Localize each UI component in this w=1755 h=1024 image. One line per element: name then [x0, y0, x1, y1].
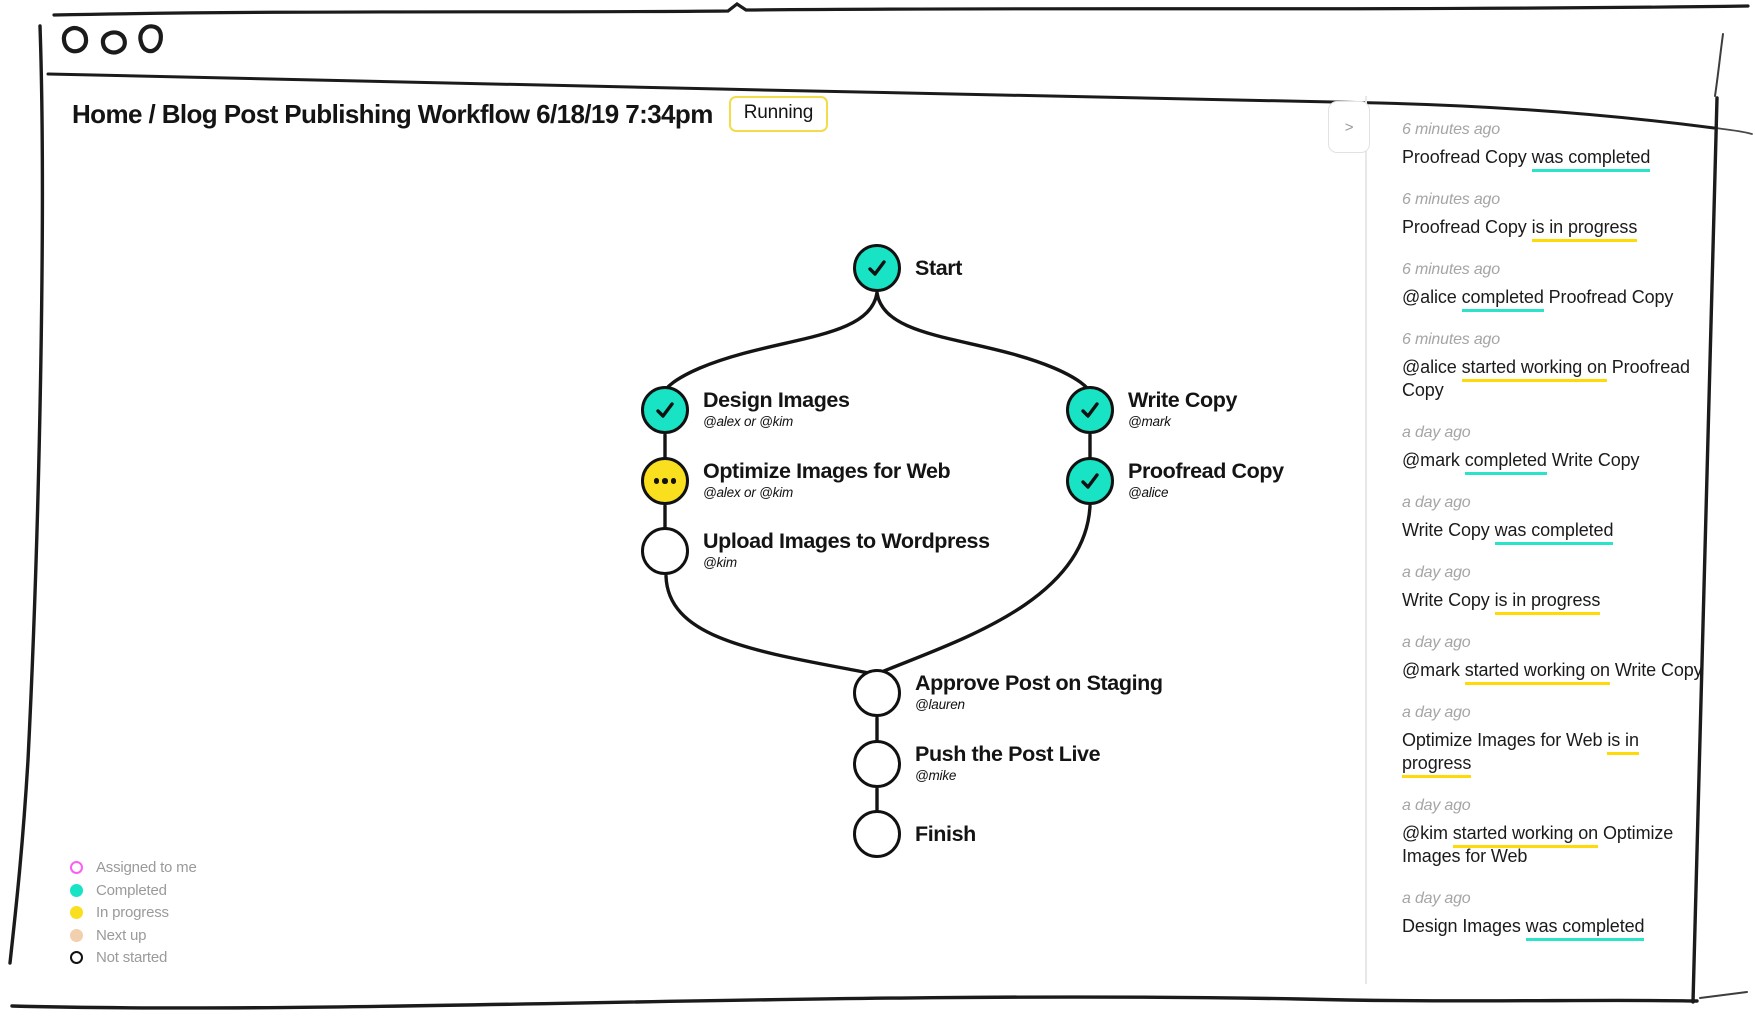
feed-message: Proofread Copy is in progress: [1402, 216, 1707, 242]
feed-item: a day ago @kim started working on Optimi…: [1402, 796, 1707, 868]
feed-timestamp: a day ago: [1402, 494, 1471, 511]
sidebar-collapse-button[interactable]: >: [1328, 101, 1370, 153]
edge-upload-approve: [664, 574, 871, 675]
legend-item: Not started: [70, 950, 197, 965]
window-control-icon: [100, 30, 127, 55]
check-icon: [1081, 473, 1099, 489]
status-highlight: completed: [1464, 450, 1547, 475]
status-highlight: was completed: [1525, 916, 1645, 941]
frame-bottom-border: [10, 995, 1699, 1010]
feed-timestamp: 6 minutes ago: [1402, 121, 1500, 138]
feed-item: a day ago Design Images was completed: [1402, 889, 1707, 941]
feed-item: a day ago Write Copy was completed: [1402, 493, 1707, 545]
status-highlight: started working on: [1452, 823, 1598, 848]
feed-item: a day ago @mark started working on Write…: [1402, 633, 1707, 685]
feed-timestamp: a day ago: [1402, 424, 1471, 441]
edge-start-write: [875, 291, 1090, 391]
feed-item: 6 minutes ago @alice started working on …: [1402, 330, 1707, 402]
status-highlight: is in progress: [1531, 217, 1637, 242]
feed-item: 6 minutes ago Proofread Copy was complet…: [1402, 120, 1707, 172]
feed-item: a day ago Optimize Images for Web is in …: [1402, 703, 1707, 778]
status-highlight: was completed: [1531, 147, 1650, 172]
workflow-node-label: Finish: [915, 822, 976, 846]
status-highlight: started working on: [1464, 660, 1610, 685]
feed-message: Optimize Images for Web is in progress: [1402, 729, 1707, 778]
workflow-node-label: Push the Post Live @mike: [915, 742, 1101, 783]
workflow-node-label: Optimize Images for Web @alex or @kim: [703, 459, 951, 500]
window-control-icon: [138, 24, 163, 54]
check-icon: [656, 402, 674, 418]
frame-left-border: [8, 24, 45, 965]
feed-item: 6 minutes ago Proofread Copy is in progr…: [1402, 190, 1707, 242]
workflow-node-finish[interactable]: [853, 810, 901, 858]
status-badge[interactable]: Running: [728, 96, 829, 132]
legend-item: Assigned to me: [70, 860, 197, 875]
window-controls: [61, 24, 163, 55]
chevron-right-icon: >: [1344, 118, 1354, 136]
feed-message: @mark completed Write Copy: [1402, 449, 1707, 475]
workflow-node-label: Design Images @alex or @kim: [703, 388, 850, 429]
status-highlight: started working on: [1461, 357, 1607, 382]
workflow-node-label: Approve Post on Staging @lauren: [915, 671, 1163, 712]
workflow-node-label: Write Copy @mark: [1128, 388, 1238, 429]
not-started-icon: [70, 951, 83, 964]
feed-message: @mark started working on Write Copy: [1402, 659, 1707, 685]
feed-timestamp: a day ago: [1402, 797, 1471, 814]
check-icon: [1081, 402, 1099, 418]
frame-bottom-border-dash: [1699, 991, 1748, 999]
status-highlight: is in progress: [1402, 730, 1639, 778]
feed-message: @alice completed Proofread Copy: [1402, 286, 1707, 312]
activity-feed: 6 minutes ago Proofread Copy was complet…: [1402, 120, 1707, 941]
workflow-node-optimize-images[interactable]: [641, 457, 689, 505]
frame-top-border: [52, 2, 1750, 17]
feed-message: Write Copy was completed: [1402, 519, 1707, 545]
feed-message: @kim started working on Optimize Images …: [1402, 823, 1674, 866]
header: Home / Blog Post Publishing Workflow 6/1…: [72, 96, 829, 132]
workflow-node-label: Start: [915, 256, 962, 280]
check-icon: [868, 260, 886, 276]
feed-item: a day ago @mark completed Write Copy: [1402, 423, 1707, 475]
feed-timestamp: a day ago: [1402, 634, 1471, 651]
feed-item: 6 minutes ago @alice completed Proofread…: [1402, 260, 1707, 312]
feed-message: Write Copy is in progress: [1402, 589, 1707, 615]
feed-message: Proofread Copy was completed: [1402, 146, 1707, 172]
frame-chrome-line-overrun: [1715, 127, 1753, 135]
status-highlight: is in progress: [1494, 590, 1600, 615]
status-highlight: was completed: [1494, 520, 1613, 545]
workflow-node-write-copy[interactable]: [1066, 386, 1114, 434]
feed-item: a day ago Write Copy is in progress: [1402, 563, 1707, 615]
workflow-node-label: Upload Images to Wordpress @kim: [703, 529, 990, 570]
legend-item: In progress: [70, 905, 197, 920]
workflow-node-start[interactable]: [853, 244, 901, 292]
feed-timestamp: 6 minutes ago: [1402, 261, 1500, 278]
feed-timestamp: 6 minutes ago: [1402, 191, 1500, 208]
edge-start-design: [664, 291, 879, 391]
feed-timestamp: a day ago: [1402, 704, 1471, 721]
legend-item: Next up: [70, 928, 197, 943]
status-legend: Assigned to me Completed In progress Nex…: [70, 860, 197, 965]
workflow-node-approve-post[interactable]: [853, 669, 901, 717]
feed-message: @alice started working on Proofread Copy: [1402, 357, 1690, 400]
workflow-node-push-live[interactable]: [853, 740, 901, 788]
workflow-node-upload-images[interactable]: [641, 527, 689, 575]
feed-timestamp: a day ago: [1402, 564, 1471, 581]
next-up-icon: [70, 928, 83, 942]
workflow-node-proofread-copy[interactable]: [1066, 457, 1114, 505]
window-control-icon: [61, 26, 89, 54]
legend-item: Completed: [70, 883, 197, 898]
assigned-to-me-icon: [70, 861, 83, 874]
completed-icon: [70, 883, 83, 897]
breadcrumb: Home / Blog Post Publishing Workflow 6/1…: [72, 98, 713, 129]
feed-timestamp: a day ago: [1402, 890, 1471, 907]
feed-timestamp: 6 minutes ago: [1402, 331, 1500, 348]
sidebar-divider: [1365, 96, 1367, 984]
in-progress-icon: [70, 906, 83, 919]
status-highlight: completed: [1461, 287, 1544, 312]
frame-right-border-overrun: [1714, 33, 1724, 97]
workflow-node-design-images[interactable]: [641, 386, 689, 434]
feed-message: Design Images was completed: [1402, 915, 1707, 941]
ellipsis-icon: [653, 478, 677, 484]
workflow-node-label: Proofread Copy @alice: [1128, 459, 1284, 500]
